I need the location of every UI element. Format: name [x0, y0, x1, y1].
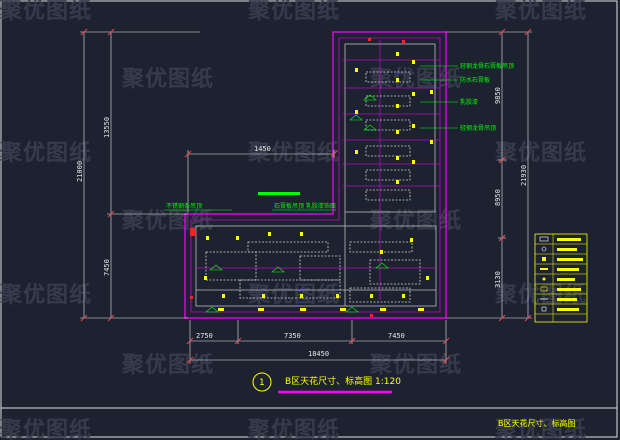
- dimension-ticks: [80, 28, 532, 364]
- section-marker-bar: [258, 192, 300, 195]
- dim-left-total: 21000: [76, 161, 84, 182]
- annotation: 轻钢龙骨吊顶: [460, 124, 496, 132]
- dimension-lines: [80, 31, 532, 364]
- dim-bottom-c: 7450: [388, 332, 405, 340]
- watermark: 聚优图纸: [0, 140, 92, 166]
- watermark: 聚优图纸: [247, 282, 340, 308]
- watermark: 聚优图纸: [0, 282, 92, 308]
- watermark: 聚优图纸: [121, 352, 214, 378]
- watermark: 聚优图纸: [0, 0, 92, 24]
- watermark: 聚优图纸: [494, 140, 587, 166]
- annotation: 石膏板吊顶 乳胶漆饰面: [274, 202, 336, 210]
- dim-bottom-b: 7350: [284, 332, 301, 340]
- annotation: 防水石膏板: [460, 76, 490, 84]
- dim-right-a: 9850: [494, 87, 502, 104]
- drawing-title: B区天花尺寸、标高图 1:120: [285, 375, 401, 387]
- dim-bottom-total: 18450: [308, 350, 329, 358]
- ceiling-panels: [205, 71, 421, 303]
- watermark: 聚优图纸: [494, 417, 587, 440]
- drawing-number-circle: [252, 372, 272, 392]
- elevation-markers: [205, 94, 389, 313]
- axis-lines: [196, 40, 440, 300]
- footer-title: B区天花尺寸、标高图: [498, 418, 576, 428]
- watermark: 聚优图纸: [494, 282, 587, 308]
- dim-bottom-a: 2750: [196, 332, 213, 340]
- dim-right-c: 3130: [494, 271, 502, 288]
- annotation: 轻钢龙骨石膏板吊顶: [460, 62, 514, 70]
- drawing-number: 1: [259, 378, 265, 388]
- dim-upper: 1450: [254, 145, 271, 153]
- watermark: 聚优图纸: [247, 140, 340, 166]
- watermark: 聚优图纸: [494, 0, 587, 24]
- light-fixtures: [204, 52, 433, 311]
- dim-right-total: 21930: [520, 165, 528, 186]
- legend-table: [534, 233, 588, 323]
- watermark: 聚优图纸: [247, 0, 340, 24]
- watermark: 聚优图纸: [369, 352, 462, 378]
- annotation-leaders: [164, 65, 458, 211]
- annotation: 乳胶漆: [460, 98, 478, 106]
- watermark: 聚优图纸: [121, 208, 214, 234]
- watermark-group: 聚优图纸 聚优图纸 聚优图纸 聚优图纸 聚优图纸 聚优图纸 聚优图纸 聚优图纸 …: [0, 0, 587, 440]
- dim-left-lower: 7450: [103, 259, 111, 276]
- red-markers: [190, 38, 405, 317]
- watermark: 聚优图纸: [121, 66, 214, 92]
- dim-right-b: 8950: [494, 189, 502, 206]
- dim-left-upper: 13550: [103, 117, 111, 138]
- watermark: 聚优图纸: [0, 417, 92, 440]
- annotation: 不锈钢条吊顶: [166, 202, 202, 210]
- watermark: 聚优图纸: [247, 417, 340, 440]
